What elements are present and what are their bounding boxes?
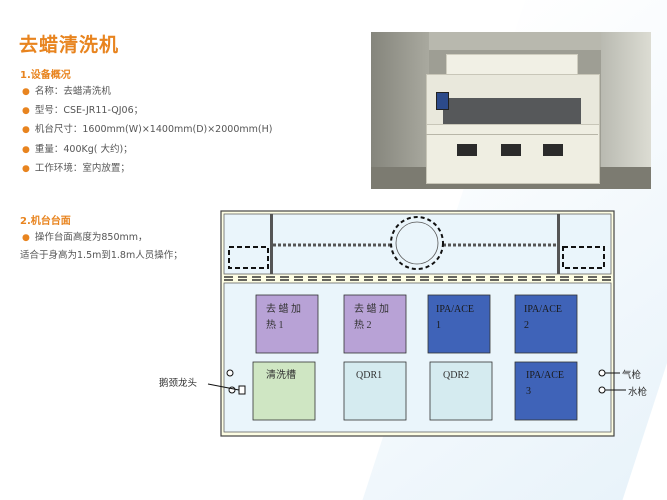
page-title: 去蜡清洗机: [19, 34, 120, 56]
tank-label-ipa-1-line: IPA/ACE: [436, 304, 474, 315]
faucet-label: 鹅颈龙头: [159, 378, 198, 389]
airgun-circle: [598, 369, 606, 377]
bullet-icon: ●: [22, 233, 30, 243]
faucet-icon: [238, 385, 246, 395]
tank-label-qdr2: QDR2: [443, 368, 469, 384]
airgun-label: 气枪: [622, 370, 642, 381]
table-desc-line1: ●操作台面高度为850mm，: [22, 232, 148, 243]
tank-label-dewax-2-line: 去 蜡 加: [354, 304, 389, 315]
tank-label-dewax-1-line: 热 1: [266, 320, 284, 331]
overview-item: ● 机台尺寸：1600mm(W)×1400mm(D)×2000mm(H): [22, 120, 272, 139]
tank-label-cleaning: 清洗槽: [266, 368, 296, 384]
top-tank-1: [343, 294, 407, 354]
robot-park-left: [228, 246, 269, 269]
bullet-icon: ●: [22, 87, 30, 97]
tank-label-dewax-2-line: 热 2: [354, 320, 372, 331]
overview-item: ● 工作环境：室内放置；: [22, 159, 272, 178]
tank-label-qdr1-line: QDR1: [356, 370, 383, 381]
bullet-icon: ●: [22, 106, 30, 117]
watergun-label: 水枪: [628, 387, 648, 398]
bottom-tank-1: [343, 361, 407, 421]
rotating-head-inner: [395, 221, 439, 265]
overview-item-text: 型号：CSE-JR11-QJ06；: [34, 105, 144, 117]
robot-park-right: [562, 246, 605, 269]
bottom-tank-2: [429, 361, 493, 421]
tank-label-dewax-1: 去 蜡 加热 1: [266, 302, 301, 334]
tank-label-dewax-1-line: 去 蜡 加: [266, 304, 301, 315]
bottom-tank-3: [514, 361, 578, 421]
overview-list: ● 名称：去蜡清洗机 ● 型号：CSE-JR11-QJ06； ● 机台尺寸：1600m…: [22, 82, 272, 178]
tank-label-qdr1: QDR1: [356, 368, 382, 384]
top-tank-2: [427, 294, 491, 354]
overview-item-text: 工作环境：室内放置；: [34, 162, 130, 174]
tank-label-ipa-3: IPA/ACE 3: [526, 368, 564, 400]
tank-label-cleaning-line: 清洗槽: [266, 370, 296, 381]
tank-label-ipa-2-line: 2: [524, 320, 529, 331]
faucet-circle: [226, 369, 234, 377]
overview-item-text: 重量：400Kg( 大约)；: [34, 143, 133, 155]
overview-heading: 1.设备概况: [20, 70, 71, 81]
tank-label-ipa-1: IPA/ACE 1: [436, 302, 474, 334]
tank-label-qdr2-line: QDR2: [443, 370, 470, 381]
overview-item: ● 重量：400Kg( 大约)；: [22, 140, 272, 159]
overview-item: ● 型号：CSE-JR11-QJ06；: [22, 101, 272, 120]
table-heading: 2.机台台面: [20, 216, 71, 227]
overview-item-text: 名称：去蜡清洗机: [34, 86, 111, 97]
top-tank-3: [514, 294, 578, 354]
rail-post-right: [557, 214, 560, 274]
machine-photo: [371, 32, 651, 189]
bullet-icon: ●: [22, 144, 30, 155]
overview-item: ● 名称：去蜡清洗机: [22, 82, 272, 101]
top-tank-0: [255, 294, 319, 354]
watergun-circle: [598, 386, 606, 394]
table-description: ●操作台面高度为850mm， 适合于身高为1.5m到1.8m人员操作；: [20, 229, 183, 265]
tank-label-ipa-2: IPA/ACE 2: [524, 302, 562, 334]
tank-label-ipa-3-line: 3: [526, 386, 531, 397]
overview-item-text: 机台尺寸：1600mm(W)×1400mm(D)×2000mm(H): [34, 124, 273, 136]
bullet-icon: ●: [22, 163, 30, 174]
rail-post-left: [270, 214, 273, 274]
faucet-leader: [207, 383, 240, 391]
tank-label-ipa-3-line: IPA/ACE: [526, 370, 564, 381]
table-desc-line2: 适合于身高为1.5m到1.8m人员操作；: [20, 250, 183, 261]
tank-label-ipa-1-line: 1: [436, 320, 441, 331]
bottom-tank-0: [252, 361, 316, 421]
bullet-icon: ●: [22, 125, 30, 136]
rotating-head: [390, 216, 444, 270]
tank-label-ipa-2-line: IPA/ACE: [524, 304, 562, 315]
workbench-layout-diagram: [207, 210, 626, 437]
tank-label-dewax-2: 去 蜡 加热 2: [354, 302, 389, 334]
